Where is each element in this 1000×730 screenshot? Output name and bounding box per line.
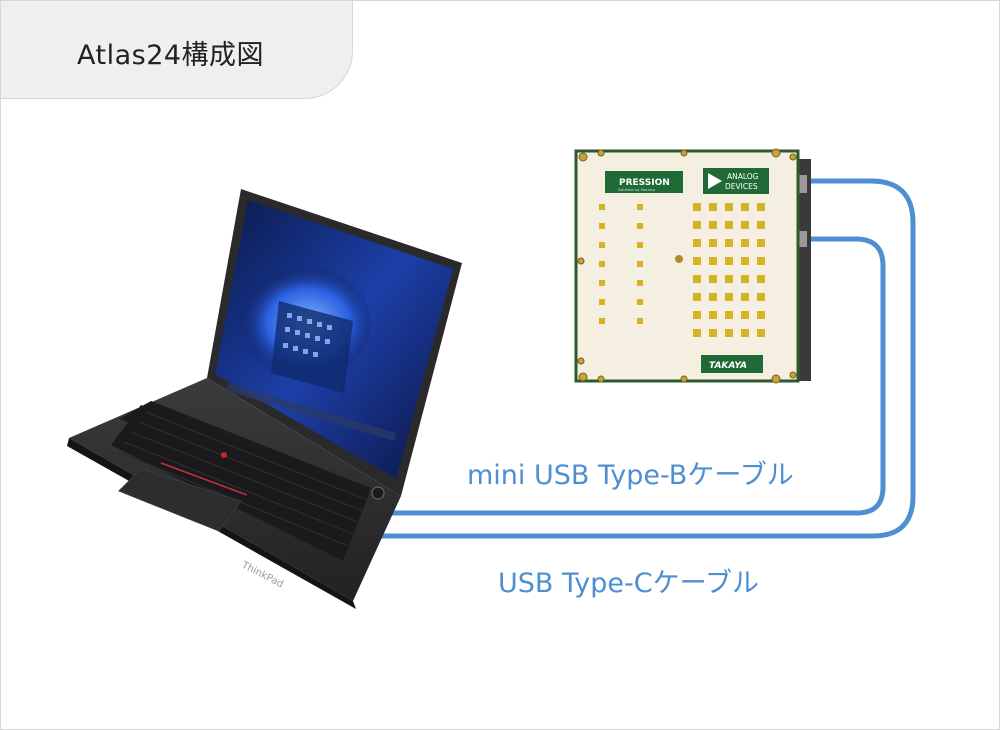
takaya-logo-bg bbox=[701, 355, 763, 373]
usb-c-port bbox=[797, 175, 807, 193]
mini-usb-cable-label: mini USB Type-Bケーブル bbox=[467, 460, 794, 491]
power-button bbox=[371, 486, 385, 500]
analog-logo-2: DEVICES bbox=[725, 182, 758, 191]
takaya-logo: TAKAYA bbox=[709, 361, 747, 371]
cable-mini-usb bbox=[373, 236, 886, 516]
touchpad bbox=[118, 468, 242, 532]
taskbar bbox=[226, 383, 396, 441]
laptop-illustration: ThinkPad bbox=[67, 189, 462, 609]
start-menu-icons bbox=[283, 313, 332, 357]
antenna-array-right bbox=[693, 203, 765, 337]
title-tab: Atlas24構成図 bbox=[1, 1, 353, 99]
impression-logo: PRESSION bbox=[619, 178, 670, 188]
center-via bbox=[675, 255, 683, 263]
analog-logo-1: ANALOG bbox=[727, 172, 759, 181]
start-menu bbox=[271, 301, 353, 393]
antenna-array-left bbox=[599, 204, 643, 324]
board-screws bbox=[577, 148, 797, 384]
touchpad-buttons bbox=[160, 462, 248, 496]
impression-sub: Solutions by Macnica bbox=[618, 188, 655, 192]
keyboard-area bbox=[111, 405, 369, 561]
mini-usb-port bbox=[797, 231, 807, 247]
cable-usb-c bbox=[341, 178, 916, 539]
impression-logo-bg bbox=[605, 171, 683, 193]
trackpoint bbox=[221, 452, 227, 458]
diagram-title: Atlas24構成図 bbox=[77, 40, 265, 71]
usb-c-cable-label: USB Type-Cケーブル bbox=[498, 568, 759, 599]
analog-triangle-icon bbox=[708, 173, 722, 189]
atlas24-board: PRESSION Solutions by Macnica ANALOG DEV… bbox=[574, 148, 811, 384]
